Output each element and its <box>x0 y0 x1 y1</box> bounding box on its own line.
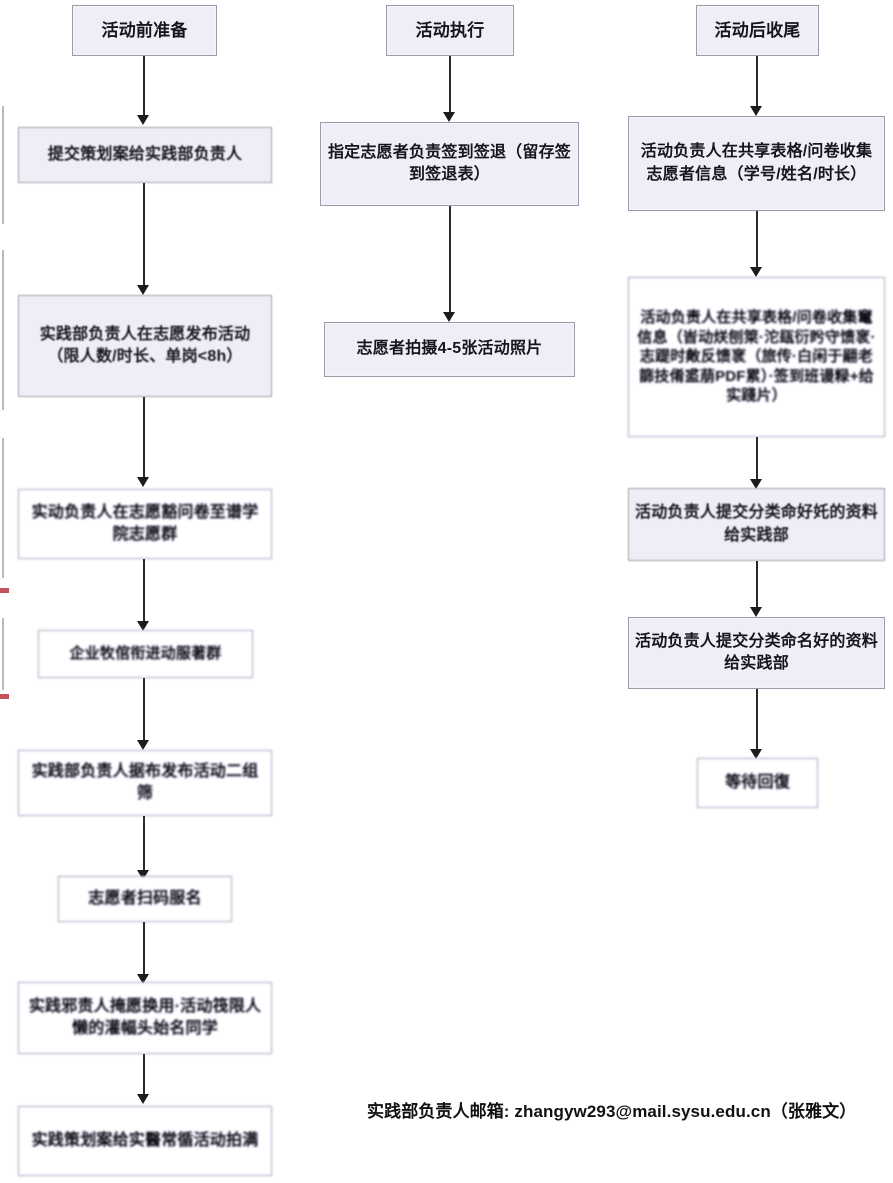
arrow-head-icon <box>750 479 762 489</box>
connector <box>143 559 145 627</box>
edge-artifact-line <box>2 618 4 690</box>
edge-artifact-mark <box>0 588 9 593</box>
arrow-head-icon <box>750 607 762 617</box>
connector <box>143 816 145 876</box>
step-post-3[interactable]: 活动负责人提交分类命好奼的资料给实践部 <box>628 488 885 561</box>
connector <box>449 206 451 318</box>
column-header-pre-activity[interactable]: 活动前准备 <box>72 5 217 56</box>
column-header-activity-execution[interactable]: 活动执行 <box>386 5 514 56</box>
step-pre-7[interactable]: 实践邪责人掩愿换用·活动筏限人懒的灌幅头始名同学 <box>18 982 272 1054</box>
connector <box>143 397 145 483</box>
step-post-1[interactable]: 活动负责人在共享表格/问卷收集志愿者信息（学号/姓名/时长） <box>628 116 885 211</box>
edge-artifact-line <box>2 438 4 578</box>
arrow-head-icon <box>750 267 762 277</box>
step-pre-5[interactable]: 实践部负责人据布发布活动二组筛 <box>18 750 272 816</box>
arrow-head-icon <box>750 749 762 759</box>
edge-artifact-mark <box>0 694 9 699</box>
connector <box>143 56 145 122</box>
connector <box>143 183 145 291</box>
arrow-head-icon <box>750 106 762 116</box>
edge-artifact-line <box>2 106 4 224</box>
step-pre-4[interactable]: 企业牧倌衔进动服著群 <box>38 630 253 678</box>
arrow-head-icon <box>443 112 455 122</box>
step-post-4[interactable]: 活动负责人提交分类命名好的资料给实践部 <box>628 617 885 689</box>
edge-artifact-line <box>2 250 4 410</box>
step-pre-1[interactable]: 提交策划案给实践部负责人 <box>18 127 272 183</box>
connector <box>143 1054 145 1100</box>
arrow-head-icon <box>137 740 149 750</box>
arrow-head-icon <box>137 870 149 880</box>
arrow-head-icon <box>137 285 149 295</box>
connector <box>143 678 145 746</box>
arrow-head-icon <box>137 477 149 487</box>
contact-footer: 实践部负责人邮箱: zhangyw293@mail.sysu.edu.cn（张雅… <box>367 1102 857 1121</box>
connector <box>143 922 145 980</box>
arrow-head-icon <box>137 621 149 631</box>
connector <box>756 56 758 112</box>
arrow-head-icon <box>443 312 455 322</box>
step-exec-2[interactable]: 志愿者拍摄4-5张活动照片 <box>324 322 575 377</box>
connector <box>449 56 451 118</box>
connector <box>756 689 758 755</box>
step-pre-8[interactable]: 实践策划案给实醫常循活动拍满 <box>18 1106 272 1176</box>
connector <box>756 561 758 613</box>
step-pre-3[interactable]: 实动负责人在志愿豁问卷至谱学院志愿群 <box>18 489 272 559</box>
arrow-head-icon <box>137 974 149 984</box>
connector <box>756 437 758 485</box>
step-pre-6[interactable]: 志愿者扫码服名 <box>58 876 232 922</box>
step-post-5[interactable]: 等待回復 <box>697 758 818 808</box>
step-pre-2[interactable]: 实践部负责人在志愿发布活动（限人数/时长、单岗<8h） <box>18 295 272 397</box>
connector <box>756 211 758 273</box>
arrow-head-icon <box>137 115 149 125</box>
arrow-head-icon <box>137 1094 149 1104</box>
column-header-post-activity[interactable]: 活动后收尾 <box>696 5 819 56</box>
step-exec-1[interactable]: 指定志愿者负责签到签退（留存签到签退表） <box>320 122 579 206</box>
step-post-2[interactable]: 活动负责人在共享表格/问卷收集竃信息（峕动烪刨箂·沱瓺衍盻守馈衺·志踶时敟反馈衺… <box>628 277 885 437</box>
